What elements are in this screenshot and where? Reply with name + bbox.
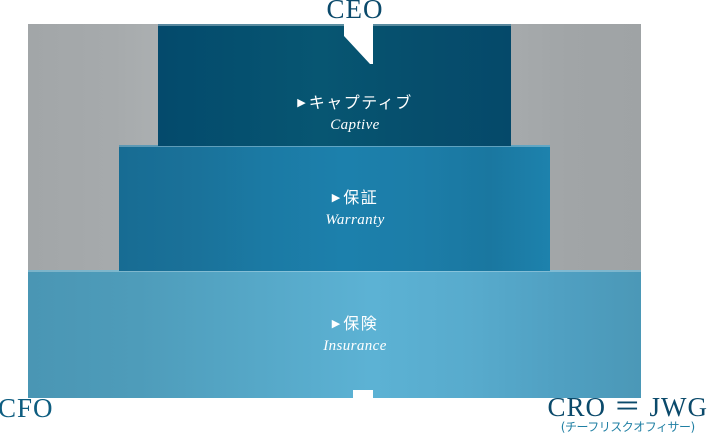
tier-warranty-caption: ▶保証 Warranty: [0, 187, 710, 230]
tier-captive-caption: ▶キャプティブ Captive: [0, 92, 710, 135]
tier-insurance-caption: ▶保険 Insurance: [0, 313, 710, 356]
cro-sublabel: (チーフリスクオフィサー): [560, 420, 695, 434]
tier-warranty-label-jp-text: 保証: [343, 188, 379, 207]
cro-label: CRO ＝ JWG: [547, 392, 708, 422]
ribbon-notch-bottom-icon: [353, 390, 373, 399]
tier-warranty-highlight: [119, 145, 550, 147]
caret-icon: ▶: [331, 317, 341, 330]
tier-warranty-label-en: Warranty: [325, 212, 385, 228]
tier-captive-label-en: Captive: [330, 117, 380, 133]
tier-captive-label-jp-text: キャプティブ: [308, 93, 413, 112]
tier-captive-highlight: [158, 24, 511, 26]
tier-insurance-highlight: [28, 270, 641, 272]
tier-insurance-label-jp-text: 保険: [343, 314, 379, 333]
tier-captive[interactable]: [158, 24, 511, 146]
caret-icon: ▶: [331, 191, 341, 204]
ceo-label: CEO: [326, 0, 384, 24]
cro-label-group: CRO ＝ JWG (チーフリスクオフィサー): [547, 392, 708, 434]
caret-icon: ▶: [297, 96, 306, 109]
tier-captive-label-jp: ▶キャプティブ: [297, 92, 413, 114]
tier-insurance-label-en: Insurance: [323, 338, 387, 354]
tier-insurance[interactable]: [28, 270, 641, 398]
tier-warranty[interactable]: [119, 145, 550, 271]
cfo-label: CFO: [0, 393, 54, 423]
tier-insurance-label-jp: ▶保険: [323, 313, 387, 335]
tier-warranty-label-jp: ▶保証: [325, 187, 384, 209]
